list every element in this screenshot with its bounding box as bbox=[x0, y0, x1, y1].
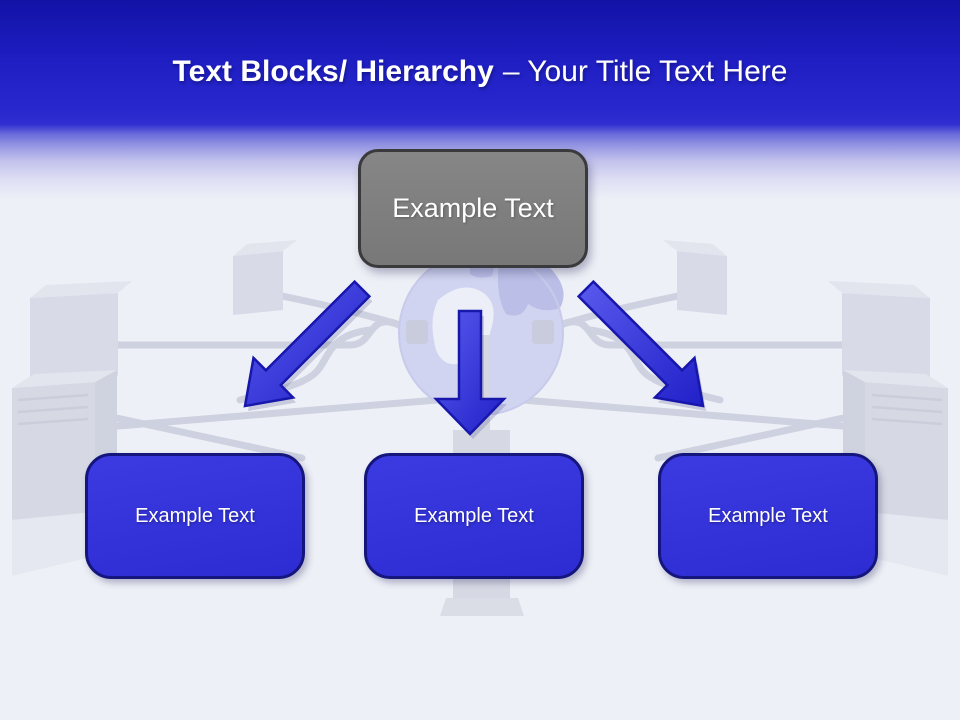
child-text-block-3[interactable]: Example Text bbox=[658, 453, 878, 579]
root-text-block[interactable]: Example Text bbox=[358, 149, 588, 268]
arrow-down-right-icon bbox=[576, 279, 705, 408]
slide-title-primary: Text Blocks/ Hierarchy bbox=[172, 55, 494, 88]
child-text-block-1-label: Example Text bbox=[135, 504, 255, 527]
child-text-block-3-label: Example Text bbox=[708, 504, 828, 527]
slide-title: Text Blocks/ Hierarchy– Your Title Text … bbox=[0, 50, 960, 94]
child-text-block-1[interactable]: Example Text bbox=[85, 453, 305, 579]
child-text-block-2[interactable]: Example Text bbox=[364, 453, 584, 579]
network-cable bbox=[406, 320, 554, 344]
slide-title-secondary: – Your Title Text Here bbox=[502, 55, 788, 88]
arrow-down-left-icon bbox=[243, 279, 372, 408]
child-text-block-2-label: Example Text bbox=[414, 504, 534, 527]
root-text-block-label: Example Text bbox=[392, 193, 554, 223]
arrow-down-icon bbox=[433, 309, 507, 436]
